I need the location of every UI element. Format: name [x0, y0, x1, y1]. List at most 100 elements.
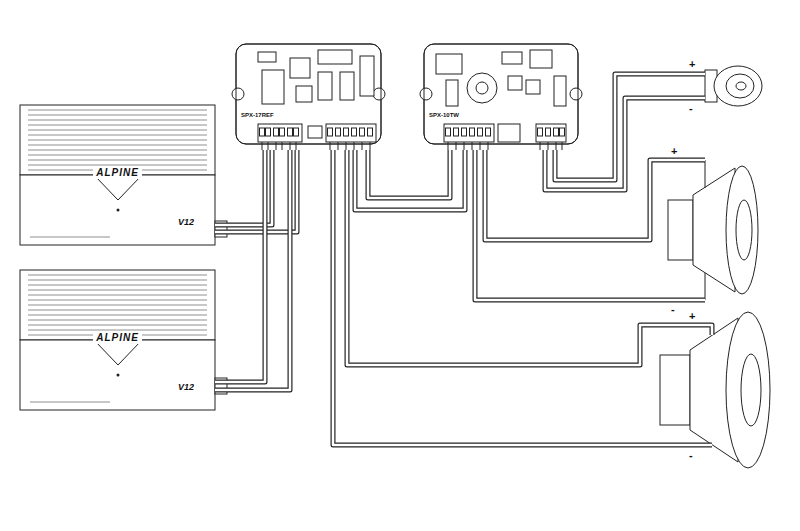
crossover-board: SPX-10TW [420, 40, 582, 150]
polarity-sign: + [671, 146, 677, 157]
cooling-fin [28, 320, 207, 321]
amplifier: ALPINE V12 [20, 105, 215, 245]
model-name: SPX-10TW [428, 112, 460, 119]
cooling-fin [28, 140, 207, 141]
terminal-screw [462, 128, 467, 136]
amplifier: ALPINE V12 [20, 270, 215, 410]
crossover-board: SPX-17REF [232, 40, 385, 150]
cooling-fin [28, 325, 207, 326]
terminal-screw [352, 128, 357, 136]
label-holder: + [689, 59, 695, 70]
terminal-screw [280, 128, 285, 136]
terminal-pin [268, 142, 269, 150]
cooling-fin [28, 155, 207, 156]
terminal-screw [478, 128, 483, 136]
label-holder: + [689, 311, 695, 322]
terminal-pin [370, 142, 371, 150]
model-logo: V12 [178, 217, 194, 228]
cooling-fin [28, 310, 207, 311]
terminal-screw [368, 128, 373, 136]
cooling-fin [28, 145, 207, 146]
crossover-drawing [420, 44, 582, 150]
terminal-screw [546, 128, 551, 136]
amplifier-drawing [20, 105, 227, 245]
label-holder: + [671, 146, 677, 157]
terminal-pin [540, 142, 541, 150]
terminal-screw [360, 128, 365, 136]
brand-logo: ALPINE [93, 332, 142, 344]
speaker-cable [355, 150, 465, 210]
crossover-drawing [232, 44, 385, 150]
terminal-pin [548, 142, 549, 150]
cooling-fin [28, 115, 207, 116]
cooling-fin [28, 290, 207, 291]
cooling-fin [28, 305, 207, 306]
model-logo: V12 [178, 382, 194, 393]
midrange-drawing [668, 160, 758, 300]
polarity-sign: - [671, 304, 675, 315]
cooling-fin [28, 110, 207, 111]
terminal-screw [344, 128, 349, 136]
terminal-screw [288, 128, 293, 136]
brand-logo: ALPINE [93, 167, 142, 179]
terminal-screw [274, 128, 279, 136]
terminal-pin [338, 142, 339, 150]
terminal-pin [562, 142, 563, 150]
tweeter-drawing [705, 66, 762, 106]
cooling-fin [28, 315, 207, 316]
cooling-fin [28, 150, 207, 151]
terminal-screw [560, 128, 565, 136]
label-holder: - [689, 450, 693, 461]
cooling-fin [28, 160, 207, 161]
cooling-fin [28, 330, 207, 331]
terminal-pin [262, 142, 263, 150]
polarity-sign: + [689, 311, 695, 322]
terminal-screw [336, 128, 341, 136]
speaker-wire [215, 74, 712, 445]
terminal-pin [276, 142, 277, 150]
terminal-pin [556, 142, 557, 150]
terminal-pin [472, 142, 473, 150]
polarity-sign: + [689, 59, 695, 70]
cooling-fin [28, 275, 207, 276]
label-holder: - [689, 103, 693, 114]
model-name: SPX-17REF [240, 112, 275, 119]
terminal-pin [346, 142, 347, 150]
cooling-fin [28, 120, 207, 121]
terminal-screw [470, 128, 475, 136]
terminal-screw [486, 128, 491, 136]
cable-core [215, 150, 265, 382]
terminal-screw [266, 128, 271, 136]
amplifier-drawing [20, 270, 227, 410]
terminal-screw [538, 128, 543, 136]
terminal-pin [330, 142, 331, 150]
cable-outline [215, 150, 265, 382]
terminal-screw [328, 128, 333, 136]
cooling-fin [28, 125, 207, 126]
cooling-fin [28, 285, 207, 286]
terminal-pin [290, 142, 291, 150]
cooling-fin [28, 300, 207, 301]
polarity-sign: - [689, 450, 693, 461]
terminal-pin [354, 142, 355, 150]
terminal-pin [456, 142, 457, 150]
label-holder: - [671, 304, 675, 315]
terminal-pin [464, 142, 465, 150]
cooling-fin [28, 165, 207, 166]
terminal-screw [446, 128, 451, 136]
terminal-pin [362, 142, 363, 150]
cooling-fin [28, 280, 207, 281]
terminal-pin [282, 142, 283, 150]
terminal-screw [260, 128, 265, 136]
cable-outline [355, 150, 465, 210]
terminal-pin [296, 142, 297, 150]
terminal-screw [554, 128, 559, 136]
cooling-fin [28, 135, 207, 136]
terminal-screw [294, 128, 299, 136]
terminal-pin [448, 142, 449, 150]
cable-core [355, 150, 465, 210]
terminal-pin [480, 142, 481, 150]
